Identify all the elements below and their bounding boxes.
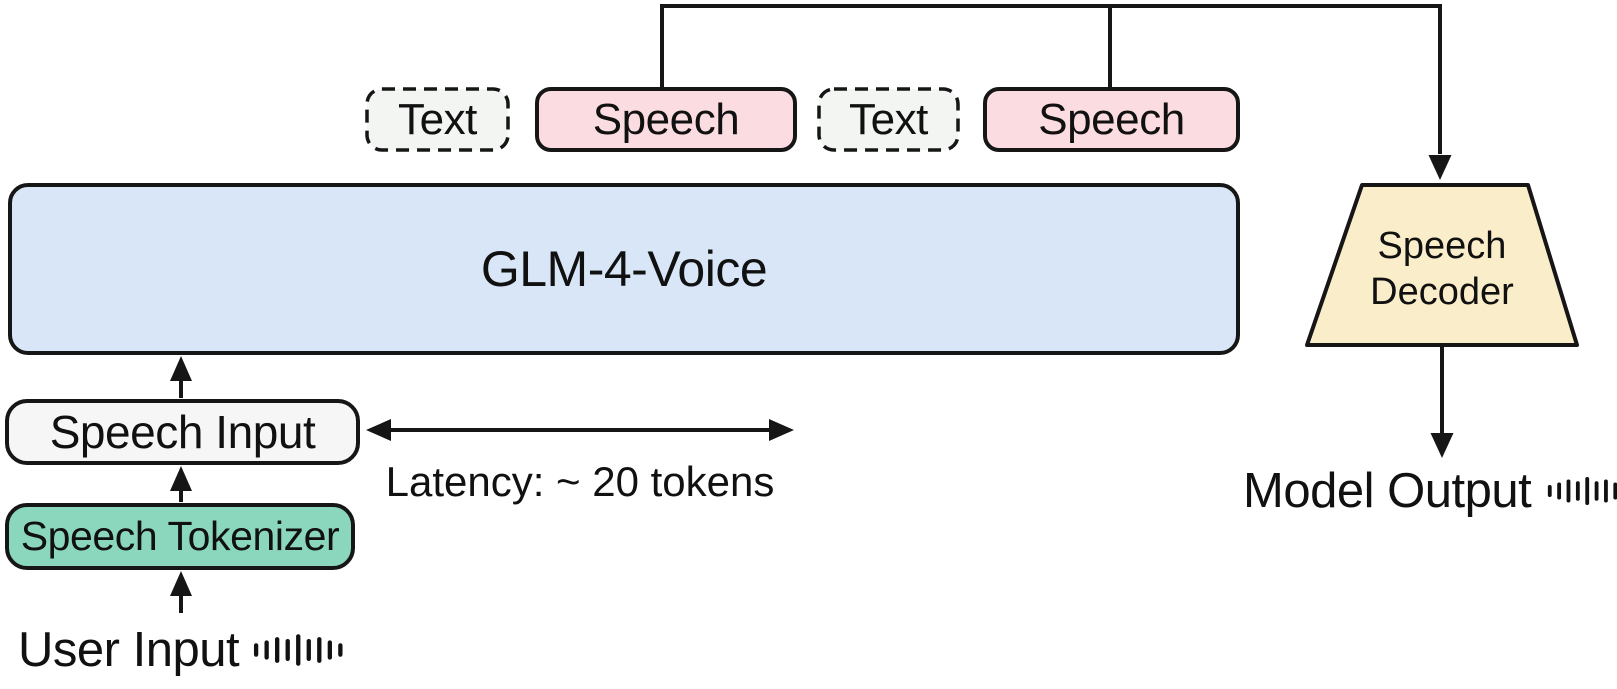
latency-arrowhead-right bbox=[769, 419, 794, 441]
model-label: GLM-4-Voice bbox=[480, 241, 768, 297]
model-output-label: Model Output bbox=[1243, 464, 1532, 518]
token-speech-2-label: Speech bbox=[1038, 94, 1185, 144]
token-text-1: Text bbox=[365, 87, 510, 152]
speech-to-decoder-connector bbox=[660, 4, 1442, 154]
speech-tokenizer-box: Speech Tokenizer bbox=[5, 503, 355, 570]
decoder-to-output-arrowhead bbox=[1430, 433, 1454, 458]
model-box: GLM-4-Voice bbox=[8, 183, 1240, 355]
token-speech-1: Speech bbox=[535, 87, 797, 152]
latency-arrowhead-left bbox=[366, 419, 391, 441]
waveform-icon bbox=[1548, 476, 1617, 506]
text-token-2-outline bbox=[817, 87, 960, 152]
speech-decoder-shape bbox=[1305, 183, 1579, 347]
token-speech-1-label: Speech bbox=[592, 94, 740, 144]
speech-input-to-model-arrowhead bbox=[170, 356, 192, 381]
latency-annotation: Latency: ~ 20 tokens bbox=[385, 458, 775, 505]
speech-input-label: Speech Input bbox=[49, 406, 316, 458]
text-token-1-outline bbox=[365, 87, 510, 152]
speech-tokenizer-label: Speech Tokenizer bbox=[20, 513, 340, 559]
token-text-2-label: Text bbox=[849, 94, 928, 144]
tokenizer-to-speech-input-arrowhead bbox=[170, 466, 192, 491]
speech-input-box: Speech Input bbox=[5, 399, 360, 465]
token-speech-2: Speech bbox=[983, 87, 1240, 152]
user-input-label: User Input bbox=[18, 623, 240, 677]
waveform-icon bbox=[254, 634, 343, 666]
token-text-2: Text bbox=[817, 87, 960, 152]
user-input-row: User Input bbox=[18, 620, 343, 680]
decoder-in-arrowhead bbox=[1428, 155, 1452, 180]
user-input-to-tokenizer-arrowhead bbox=[170, 571, 192, 596]
speech-decoder-label: Speech Decoder bbox=[1370, 225, 1514, 313]
token-text-1-label: Text bbox=[398, 94, 477, 144]
model-output-row: Model Output bbox=[1243, 462, 1617, 520]
